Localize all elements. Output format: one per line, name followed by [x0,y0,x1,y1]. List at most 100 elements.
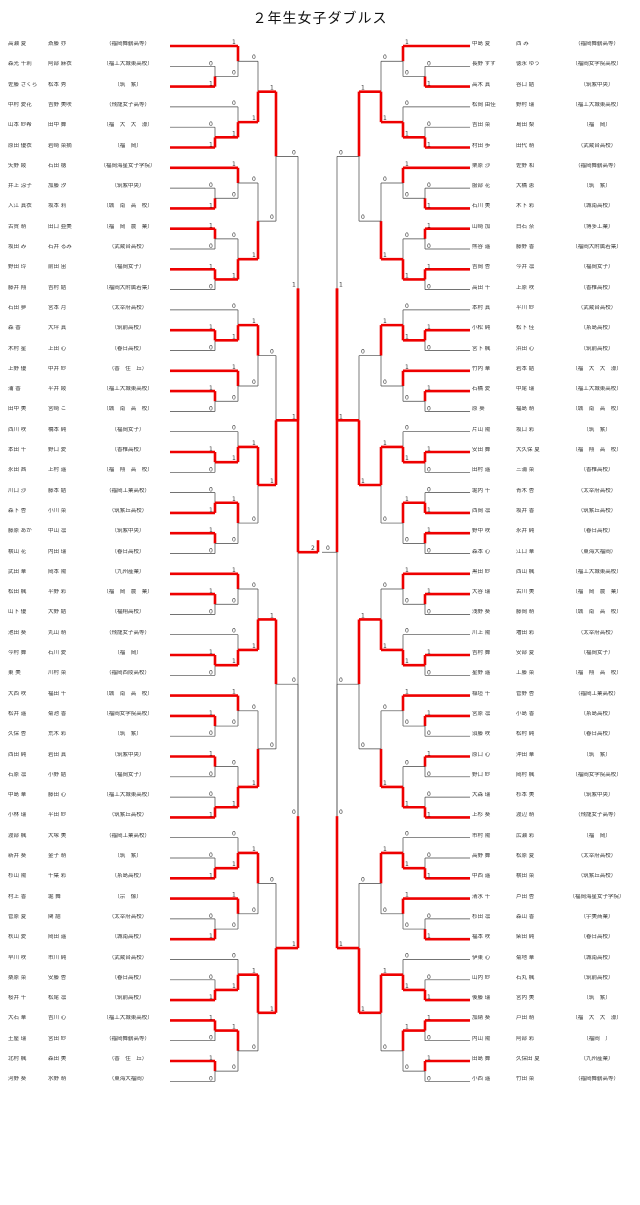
entry-player-2: 工藤 菜 [516,670,535,677]
score-mark: 1 [232,658,236,665]
score-mark: 1 [405,130,409,137]
entry-player-1: 大石 華 [8,1015,27,1022]
entry-school: （城 南 高 校） [572,609,622,616]
entry-player-1: 長野 すず [472,61,496,68]
score-mark: 0 [232,425,236,432]
entry-player-2: 坂本 莉 [48,203,67,210]
entry-player-2: 森山 香 [516,913,535,920]
entry-player-2: 堀 舞 [48,893,61,900]
score-mark: 1 [383,643,387,650]
entry-player-1: 星野 遥 [472,670,491,677]
score-mark: 0 [361,742,365,749]
entry-player-2: 金子 萌 [48,853,67,859]
score-mark: 0 [383,176,387,183]
score-mark: 0 [427,791,431,798]
entry-school: （太宰府高校） [577,853,617,859]
score-mark: 1 [232,364,236,371]
entry-school: （春日高校） [580,934,614,941]
entry-school: （筑紫中央） [111,751,145,758]
entry-player-1: 吉田 菜 [472,122,491,129]
score-mark: 0 [252,907,256,914]
entry-player-2: 松原 夏 [516,853,535,859]
score-mark: 1 [383,780,387,787]
entry-player-1: 川口 沙 [8,487,27,494]
score-mark: 0 [232,100,236,107]
entry-player-1: 中西 遥 [472,873,491,880]
entry-school: （福岡舞鶴高等） [574,1076,619,1083]
entry-player-2: 菅野 杏 [516,690,535,697]
entry-player-2: 安藤 杏 [48,974,67,981]
score-mark: 1 [427,994,431,1001]
entry-player-2: 石田 穂 [48,162,67,169]
score-mark: 1 [209,527,213,534]
score-mark: 1 [252,643,256,650]
score-mark: 0 [361,214,365,221]
entry-player-2: 谷口 結 [516,81,535,88]
entry-player-2: 増田 彩 [516,629,535,636]
entry-school: （福岡女子） [111,426,145,433]
entry-player-2: 石井 るみ [48,244,72,250]
score-mark: 1 [361,1006,365,1013]
entry-school: （飛龍女子高等） [105,101,150,108]
entry-player-1: 杉山 陽 [8,873,27,880]
entry-player-1: 北村 楓 [8,1056,27,1062]
entry-player-1: 森本 心 [472,548,491,555]
entry-player-1: 市村 陽 [472,832,491,839]
score-mark: 0 [427,974,431,981]
entry-player-2: 松村 純 [516,731,535,738]
entry-player-1: 小林 瑞 [8,812,27,819]
entry-player-2: 久保田 夏 [516,1056,540,1062]
entry-school: （筑 紫） [583,426,611,433]
entry-player-2: 吉野 美咲 [48,101,72,108]
score-mark: 0 [209,1035,213,1042]
entry-school: （春日高校） [111,548,145,555]
entry-school: （筑前高校） [580,974,614,981]
score-mark: 1 [232,861,236,868]
score-mark: 1 [270,1006,274,1013]
score-mark: 0 [209,284,213,291]
score-mark: 0 [209,974,213,981]
entry-player-1: 大谷 瑞 [472,589,491,596]
entry-player-2: 松本 秀 [48,81,67,88]
entry-school: （福 岡） [583,832,611,839]
entry-player-2: 宮崎 こ [48,406,67,413]
score-mark: 1 [405,272,409,279]
score-mark: 0 [427,913,431,920]
score-mark: 0 [427,60,431,67]
score-mark: 0 [209,1075,213,1082]
entry-player-1: 清水 千 [472,893,491,900]
page-title: ２年生女子ダブルス [252,11,388,27]
entry-player-2: 川村 菜 [48,670,67,677]
entry-player-1: 本村 真 [472,304,491,311]
entry-player-2: 小島 香 [516,710,535,717]
score-mark: 1 [427,811,431,818]
score-mark: 1 [292,413,296,420]
score-mark: 1 [405,983,409,990]
score-mark: 0 [232,1064,236,1071]
score-mark: 1 [232,567,236,574]
entry-player-1: 小松 純 [472,325,491,332]
score-mark: 1 [427,1055,431,1062]
entry-player-2: 宮田 紗 [48,1035,67,1042]
entry-player-2: 福田 千 [48,690,67,697]
entry-school: （九州産業） [111,568,145,575]
score-mark: 1 [427,223,431,230]
entry-school: （飛龍女子高等） [574,812,619,819]
entry-player-2: 荒木 彩 [48,731,67,738]
score-mark: 0 [232,394,236,401]
entry-player-2: 佐野 和 [516,162,535,169]
score-mark: 1 [209,811,213,818]
entry-school: （筑 紫） [114,731,142,738]
entry-school: （福 大 大 濠） [572,1015,622,1022]
entry-player-1: 中島 夏 [472,41,491,47]
score-mark: 0 [232,628,236,635]
score-mark: 1 [209,223,213,230]
entry-player-1: 川上 陽 [472,629,491,636]
entry-school: （筑 紫） [583,995,611,1002]
entry-player-1: 熊谷 遥 [472,244,491,250]
entry-school: （香椎高校） [580,284,614,291]
entry-school: （城南高校） [580,954,614,961]
entry-player-1: 田島 舞 [472,1056,491,1062]
score-mark: 0 [383,907,387,914]
